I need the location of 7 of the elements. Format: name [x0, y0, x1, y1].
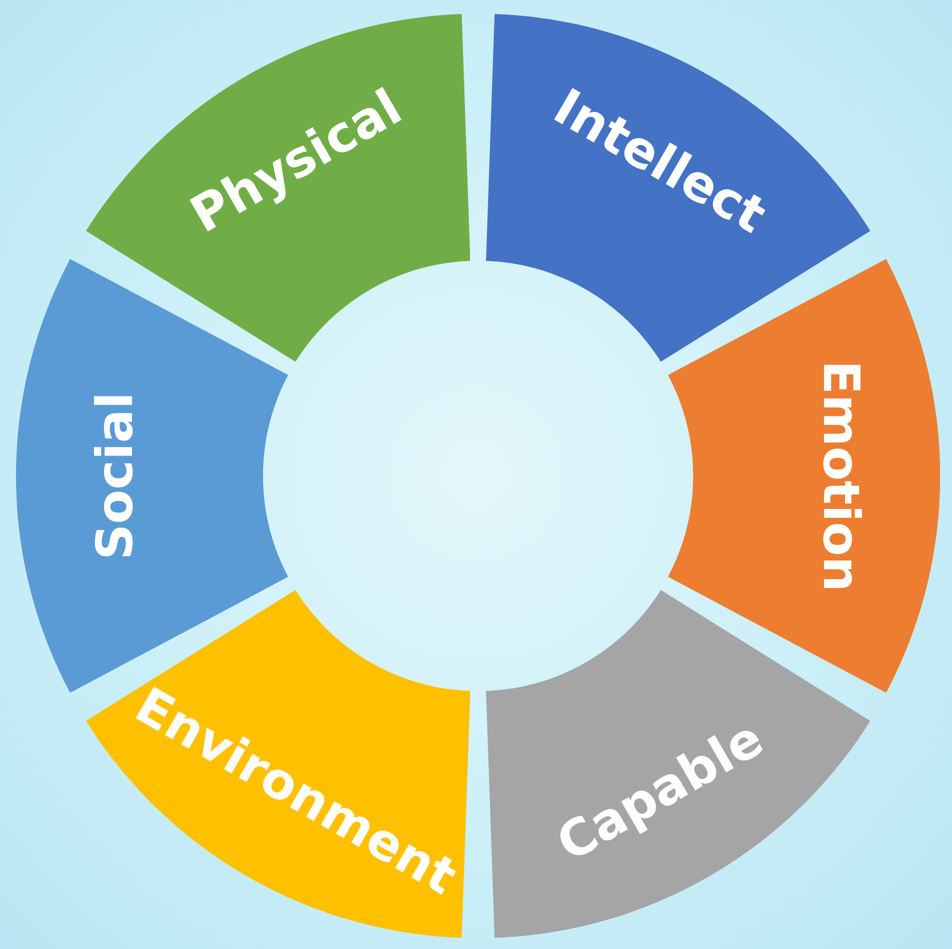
- puzzle-piece: [86, 590, 470, 938]
- puzzle-piece: [668, 259, 940, 693]
- puzzle-piece: [486, 14, 870, 362]
- puzzle-piece: [486, 590, 870, 938]
- puzzle-piece: [86, 14, 470, 362]
- segment-label: Social: [90, 392, 140, 560]
- segment-label: Emotion: [816, 360, 866, 592]
